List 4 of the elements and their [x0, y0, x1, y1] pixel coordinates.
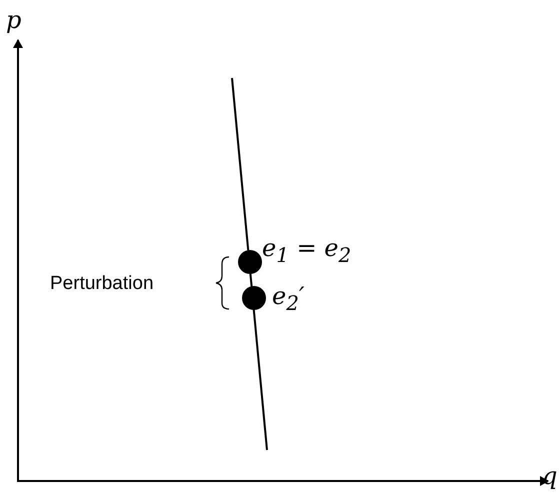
point-label: e$_{2}$′ [272, 284, 304, 313]
annotation-text: Perturbation [50, 274, 154, 293]
point-label: e$_{1}$ = e$_{2}$ [262, 236, 352, 265]
axis-label: p [6, 8, 22, 32]
